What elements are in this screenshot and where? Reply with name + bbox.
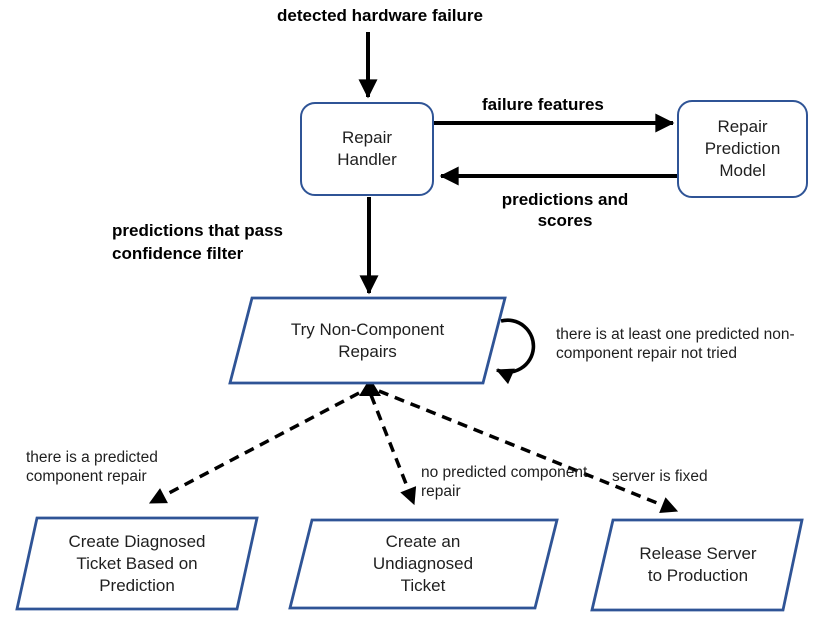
node-repair-handler: Repair Handler <box>300 102 434 196</box>
label-predictions-and-scores: predictions and scores <box>501 190 629 230</box>
node-create-undiagnosed-ticket-label: Create an Undiagnosed Ticket <box>372 531 474 595</box>
label-loop-condition: there is at least one predicted non-comp… <box>556 326 795 362</box>
node-release-server-label: Release Server to Production <box>639 544 757 585</box>
label-predictions-that-pass: predictions that pass confidence filter <box>112 221 283 263</box>
create-diagnosed-ticket-shape <box>15 516 259 611</box>
create-undiagnosed-ticket-shape <box>288 518 559 610</box>
junction-up-arrowhead-icon <box>359 378 381 396</box>
node-create-undiagnosed-ticket: Create an Undiagnosed Ticket <box>303 521 543 606</box>
node-repair-prediction-model: Repair Prediction Model <box>677 100 808 198</box>
try-non-component-repairs-shape <box>228 296 507 385</box>
node-repair-prediction-model-label: Repair Prediction Model <box>704 117 781 180</box>
dashed-arrow-diagnosed-icon <box>148 391 360 505</box>
node-create-diagnosed-ticket-label: Create Diagnosed Ticket Based on Predict… <box>68 531 206 595</box>
label-detected-hardware-failure: detected hardware failure <box>277 6 483 25</box>
self-loop-arrow-icon <box>495 318 536 385</box>
dashed-arrow-release-icon <box>378 389 679 513</box>
node-release-server: Release Server to Production <box>602 522 794 608</box>
release-server-shape <box>590 518 804 612</box>
node-try-non-component-repairs: Try Non-Component Repairs <box>250 300 485 381</box>
dashed-arrow-undiagnosed-icon <box>369 394 417 506</box>
label-component-repair-condition: there is a predicted component repair <box>26 449 158 485</box>
label-no-component-repair-condition: no predicted component repair <box>421 464 588 500</box>
label-failure-features: failure features <box>482 95 604 114</box>
node-try-non-component-repairs-label: Try Non-Component Repairs <box>290 319 445 361</box>
node-repair-handler-label: Repair Handler <box>337 128 397 169</box>
node-create-diagnosed-ticket: Create Diagnosed Ticket Based on Predict… <box>27 520 247 607</box>
label-server-fixed-condition: server is fixed <box>612 468 708 485</box>
